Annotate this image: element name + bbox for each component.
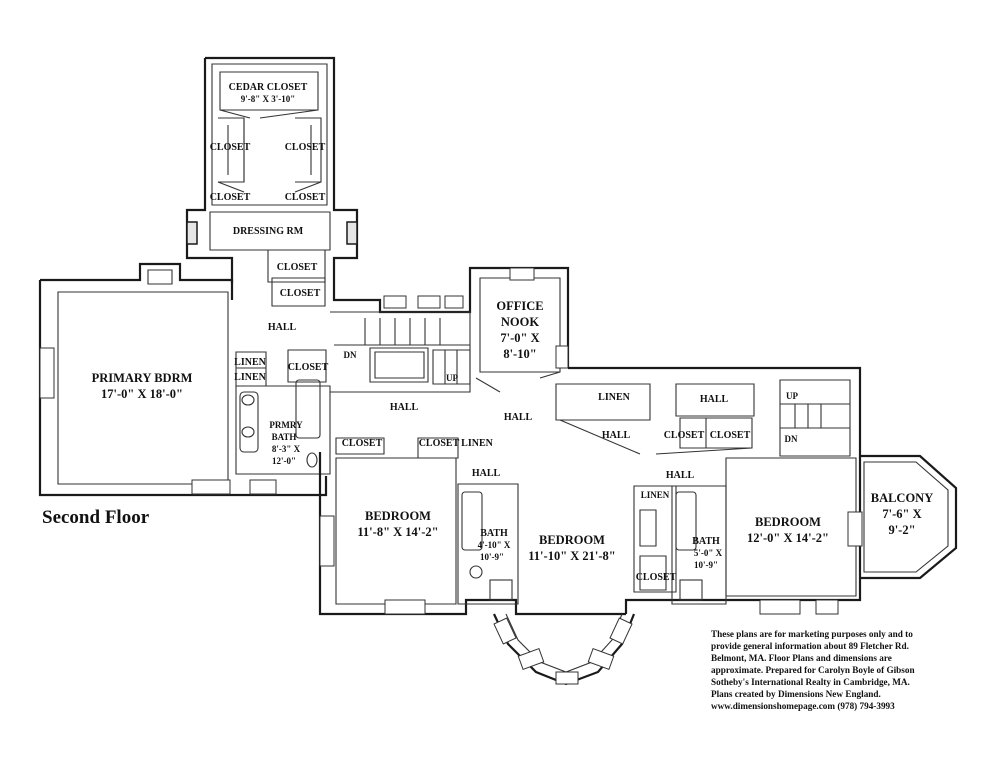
primary-bath-walls <box>235 349 331 475</box>
closet-lr-label: CLOSET <box>285 192 326 203</box>
balcony-label: BALCONY <box>871 491 934 505</box>
bath-left-dims: 4'-10" X <box>478 540 511 550</box>
hall-small-right-label: HALL <box>666 470 695 481</box>
hall-upper-label: HALL <box>268 322 297 333</box>
closet-mid2-label: CLOSET <box>419 438 460 449</box>
stair-hall-walls <box>330 295 471 393</box>
closet-bath-label: CLOSET <box>288 362 329 373</box>
stair-dn-left: DN <box>344 350 357 360</box>
disclaimer-line: Sotheby's International Realty in Cambri… <box>711 677 910 687</box>
bedroom-center-label: BEDROOM <box>539 533 605 547</box>
disclaimer-line: provide general information about 89 Fle… <box>711 641 909 651</box>
stair-up-right: UP <box>786 391 798 401</box>
bedroom-right-window <box>847 511 863 547</box>
bath-left-label: BATH <box>480 528 508 539</box>
bedroom-center-dims: 11'-10" X 21'-8" <box>528 549 616 563</box>
disclaimer-line: approximate. Prepared for Carolyn Boyle … <box>711 665 915 675</box>
primary-window-west <box>39 347 55 399</box>
linen-b-label: LINEN <box>234 372 266 383</box>
linen-mid-label: LINEN <box>598 392 630 403</box>
cedar-closet-dims: 9'-8" X 3'-10" <box>241 94 296 104</box>
bedroom-row-walls <box>318 437 863 616</box>
closet-r1-label: CLOSET <box>664 430 705 441</box>
room-labels: CEDAR CLOSET 9'-8" X 3'-10" CLOSET CLOSE… <box>92 82 934 583</box>
hall-mid-label: HALL <box>602 430 631 441</box>
bedroom-left-label: BEDROOM <box>365 509 431 523</box>
closet-mid1-label: CLOSET <box>342 438 383 449</box>
office-nook-label: OFFICE <box>496 299 543 313</box>
prmry-bath-label-2: BATH <box>272 432 297 442</box>
bedroom-left-window <box>319 515 335 567</box>
closet-ll-label: CLOSET <box>210 192 251 203</box>
office-nook-dims-2: 8'-10" <box>503 347 536 361</box>
balcony-dims-2: 9'-2" <box>888 523 915 537</box>
hall-center-label: HALL <box>504 412 533 423</box>
bedroom-left-dims: 11'-8" X 14'-2" <box>357 525 438 539</box>
linen-right-label: LINEN <box>641 490 670 500</box>
disclaimer-line: Belmont, MA. Floor Plans and dimensions … <box>711 653 892 663</box>
bath-right-dims: 5'-0" X <box>694 548 723 558</box>
bath-left-dims-2: 10'-9" <box>480 552 504 562</box>
linen-mid2-label: LINEN <box>461 438 493 449</box>
hall-stair-label: HALL <box>390 402 419 413</box>
primary-bedroom-walls <box>38 262 328 497</box>
closet-ur-label: CLOSET <box>285 142 326 153</box>
center-bay-walls <box>493 613 636 686</box>
office-nook-walls <box>468 266 570 393</box>
closet-r2-label: CLOSET <box>710 430 751 441</box>
prmry-bath-dims: 8'-3" X <box>272 444 301 454</box>
office-nook-label-2: NOOK <box>501 315 539 329</box>
prmry-bath-dims-2: 12'-0" <box>272 456 296 466</box>
prmry-bath-label: PRMRY <box>269 420 303 430</box>
closet-d1-label: CLOSET <box>277 262 318 273</box>
balcony-dims: 7'-6" X <box>882 507 921 521</box>
hall-right-top-label: HALL <box>700 394 729 405</box>
primary-bdrm-dims: 17'-0" X 18'-0" <box>101 387 183 401</box>
disclaimer-line: www.dimensionshomepage.com (978) 794-399… <box>711 701 895 711</box>
stair-dn-right: DN <box>785 434 798 444</box>
hall-small-left-label: HALL <box>472 468 501 479</box>
cedar-closet-label: CEDAR CLOSET <box>229 82 308 93</box>
disclaimer-line: Plans created by Dimensions New England. <box>711 689 881 699</box>
bedroom-right-label: BEDROOM <box>755 515 821 529</box>
stair-up-left: UP <box>446 373 458 383</box>
floor-title: Second Floor <box>42 507 150 528</box>
disclaimer-line: These plans are for marketing purposes o… <box>711 629 913 639</box>
closet-d2-label: CLOSET <box>280 288 321 299</box>
closet-wing-walls <box>185 56 472 314</box>
closet-center-label: CLOSET <box>636 572 677 583</box>
bedroom-right-dims: 12'-0" X 14'-2" <box>747 531 829 545</box>
disclaimer: These plans are for marketing purposes o… <box>711 629 915 711</box>
office-nook-dims: 7'-0" X <box>500 331 539 345</box>
closet-ul-label: CLOSET <box>210 142 251 153</box>
bath-right-dims-2: 10'-9" <box>694 560 718 570</box>
linen-a-label: LINEN <box>234 357 266 368</box>
dressing-rm-label: DRESSING RM <box>233 226 304 237</box>
bath-right-label: BATH <box>692 536 720 547</box>
primary-bdrm-label: PRIMARY BDRM <box>92 371 193 385</box>
balcony-walls <box>860 454 958 580</box>
right-hall-walls <box>555 366 862 457</box>
